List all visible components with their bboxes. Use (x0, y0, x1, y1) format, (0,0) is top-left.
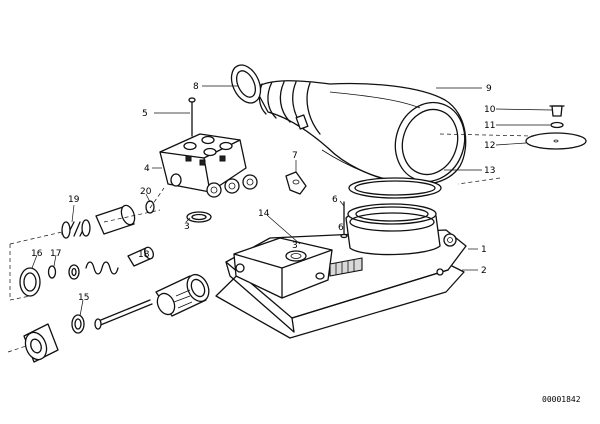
callout-6: 6 (332, 195, 338, 205)
diagram-code: 00001842 (542, 395, 581, 404)
cap-and-gasket (525, 105, 587, 150)
washers (145, 200, 212, 223)
regulator-parts (19, 204, 210, 363)
callout-11: 11 (484, 121, 495, 131)
callout-6b: 6 (338, 223, 344, 233)
distributor-housing (159, 97, 258, 198)
callout-3: 3 (184, 222, 190, 232)
air-flow-housing (215, 201, 467, 339)
callout-7: 7 (292, 151, 298, 161)
callout-12: 12 (484, 141, 495, 151)
callout-14: 14 (258, 209, 270, 219)
assembly-lines (7, 133, 533, 353)
callout-20: 20 (140, 187, 152, 197)
callout-labels: 1 2 3 4 5 6 7 8 9 10 11 12 13 14 15 16 1… (31, 82, 496, 303)
callout-8: 8 (193, 82, 199, 92)
intake-bellows (230, 64, 467, 199)
callout-16: 16 (31, 249, 43, 259)
callout-19: 19 (68, 195, 80, 205)
callout-4: 4 (144, 164, 150, 174)
callout-3b: 3 (292, 241, 298, 251)
leader-lines (31, 85, 553, 317)
callout-2: 2 (481, 266, 487, 276)
callout-10: 10 (484, 105, 496, 115)
callout-5: 5 (142, 109, 148, 119)
callout-9: 9 (486, 84, 492, 94)
callout-17: 17 (50, 249, 61, 259)
callout-15: 15 (78, 293, 89, 303)
callout-13: 13 (484, 166, 495, 176)
callout-18: 18 (138, 250, 150, 260)
bracket-clip (285, 171, 307, 195)
callout-1: 1 (481, 245, 487, 255)
